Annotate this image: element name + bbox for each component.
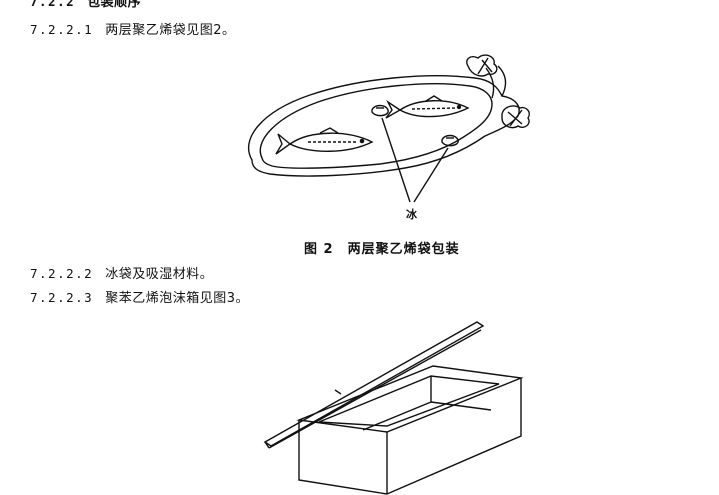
section-text: 两层聚乙烯袋见图2。: [105, 23, 236, 38]
section-text: 聚苯乙烯泡沫箱见图3。: [105, 291, 249, 306]
figure-3-foam-box-illustration: [263, 321, 524, 495]
inner-bag-outline: [259, 83, 493, 169]
section-number: 7.2.2.1: [30, 22, 94, 37]
fish-upper: [385, 95, 470, 119]
box-lid: [263, 321, 485, 447]
box-front-face: [298, 420, 388, 495]
figure-caption-text: 两层聚乙烯袋包装: [347, 242, 460, 257]
section-number: 7.2.2.2: [30, 266, 94, 281]
figure-2-bag-illustration: [247, 54, 530, 203]
ice-pack-left: [371, 104, 389, 117]
ice-label: 冰: [406, 208, 417, 221]
section-7-2-2-3: 7.2.2.3 聚苯乙烯泡沫箱见图3。: [30, 290, 249, 307]
section-heading-7-2-2: 7.2.2 包装顺序: [30, 0, 141, 11]
bag-neck: [485, 67, 495, 99]
tie-knot-top: [466, 54, 498, 77]
section-number: 7.2.2.3: [30, 290, 94, 305]
section-text: 冰袋及吸湿材料。: [105, 267, 214, 282]
section-7-2-2-1: 7.2.2.1 两层聚乙烯袋见图2。: [30, 22, 235, 39]
tie-knot-side: [501, 105, 530, 129]
ice-pointer-right: [413, 147, 449, 203]
ice-pointer-left: [381, 117, 411, 203]
ice-pack-right: [441, 134, 459, 147]
section-7-2-2-2: 7.2.2.2 冰袋及吸湿材料。: [30, 266, 213, 283]
figure-2-caption: 图 2 两层聚乙烯袋包装: [304, 238, 460, 257]
section-number: 7.2.2: [30, 0, 76, 9]
figure-number: 图 2: [304, 242, 334, 257]
section-title: 包装顺序: [87, 0, 142, 10]
fish-lower: [275, 127, 374, 155]
box-right-face: [386, 378, 522, 495]
